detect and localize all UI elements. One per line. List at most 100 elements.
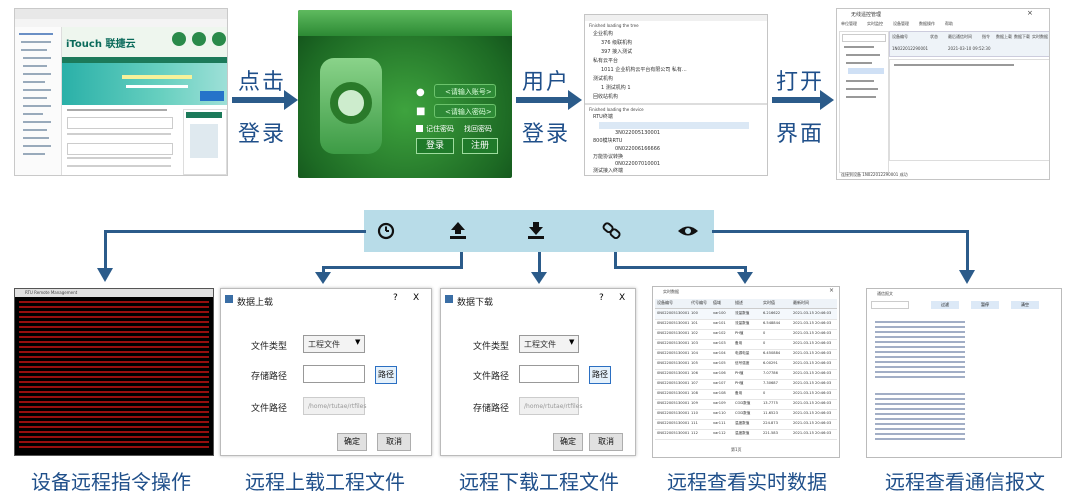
connector-arrowhead [97,268,113,282]
tree-item[interactable]: 1 测试机构 1 [601,85,631,91]
flow-arrow-head [284,90,298,110]
portal-nav-icon[interactable] [192,32,206,46]
table-cell: 6.548844 [763,321,781,325]
ok-button[interactable]: 确定 [337,433,367,451]
device-group[interactable]: 万能协议转换 [593,154,624,160]
close-icon[interactable]: X [413,293,420,303]
path-button[interactable]: 路径 [589,366,611,384]
web-portal-screenshot: iTouch 联捷云 [14,8,228,176]
portal-nav-icon[interactable] [212,32,226,46]
download-icon[interactable] [522,219,550,243]
save-path-input[interactable] [303,365,365,383]
cancel-button[interactable]: 取消 [589,433,623,451]
table-cell: 6.00291 [763,361,778,365]
q-logo-icon [330,82,372,124]
device-id[interactable]: 0N022007010001 [615,161,661,167]
upload-icon[interactable] [444,219,472,243]
help-icon[interactable]: ? [599,293,604,303]
device-group[interactable]: RTU终端 [593,114,613,120]
column-header: 描述 [735,300,743,305]
connector [966,230,969,272]
link-icon[interactable] [598,219,626,243]
file-path-input[interactable] [519,365,579,383]
file-type-select[interactable]: 工程文件 [303,335,365,353]
table-cell: 221.583 [763,431,778,435]
download-dialog: 数据下载 ? X 文件类型 工程文件 ▼ 文件路径 路径 存储路径 /home/… [440,288,636,456]
table-cell: var109 [713,401,726,405]
table-cell: 2021-03-15 20:46:03 [793,401,832,405]
table-cell: 0N022005130001 [657,331,690,335]
filter-input[interactable] [871,301,909,309]
remember-checkbox[interactable] [416,125,423,132]
close-icon[interactable]: × [829,287,835,294]
close-icon[interactable]: × [1027,9,1033,17]
tree-item[interactable]: 回收站机构 [593,94,619,100]
table-cell: 2021-03-15 20:46:03 [793,371,832,375]
password-input[interactable]: <请输入密码> [434,104,496,118]
table-cell: 13.7775 [763,401,778,405]
tree-item[interactable]: 1011 企业机构云平台有限公司 私有... [601,67,687,73]
menu-item[interactable]: 单位管理 [841,21,857,26]
pause-button[interactable]: 暂停 [971,301,999,309]
filter-button[interactable]: 过滤 [931,301,959,309]
tree-item[interactable]: 376 级联机构 [601,40,633,46]
table-cell: 110 [691,411,698,415]
help-icon[interactable]: ? [393,293,398,303]
connector [322,266,325,274]
clock-icon[interactable] [372,219,400,243]
portal-nav-bar [62,57,227,63]
menu-item[interactable]: 实时监控 [867,21,883,26]
tree-item[interactable]: 私有云平台 [593,58,619,64]
device-group[interactable]: 测试接入终端 [593,168,624,174]
register-button[interactable]: 注册 [462,138,498,154]
portal-side-panel [183,109,227,175]
menu-item[interactable]: 帮助 [945,21,953,26]
table-cell: 0N022005130001 [657,391,690,395]
table-cell: 流量数值 [735,311,750,315]
flow-arrow-head [820,90,834,110]
column-header: 代号编号 [691,300,707,305]
table-cell: 109 [691,401,698,405]
close-icon[interactable]: X [619,293,626,303]
menu-item[interactable]: 数据操作 [919,21,935,26]
tree-item[interactable]: 397 接入测试 [601,49,633,55]
account-input[interactable]: <请输入账号> [434,84,496,98]
forgot-password-link[interactable]: 找回密码 [464,125,492,133]
portal-nav-icon[interactable] [172,32,186,46]
table-cell: 112 [691,431,698,435]
ok-button[interactable]: 确定 [553,433,583,451]
column-header: 设备编号 [657,300,673,305]
device-id-cell[interactable]: 1N022012290001 [892,46,929,51]
eye-icon[interactable] [674,219,702,243]
tree-item[interactable]: 测试机构 [593,76,614,82]
menu-item[interactable]: 设备管理 [893,21,909,26]
chevron-down-icon: ▼ [355,338,361,346]
table-cell: 6.216622 [763,311,781,315]
login-button[interactable]: 登录 [416,138,454,154]
device-id[interactable]: 0N022006166666 [615,146,661,152]
device-id[interactable]: 3N022005130001 [615,130,661,136]
device-group[interactable]: 800模块RTU [593,138,623,144]
table-cell: var110 [713,411,726,415]
flow-arrow-head [568,90,582,110]
cancel-button[interactable]: 取消 [377,433,411,451]
path-button[interactable]: 路径 [375,366,397,384]
portal-login-button[interactable] [200,91,224,101]
tree-item[interactable]: 企业机构 [593,31,614,37]
clear-button[interactable]: 清空 [1011,301,1039,309]
message-log [875,321,965,381]
file-type-select[interactable]: 工程文件 [519,335,579,353]
